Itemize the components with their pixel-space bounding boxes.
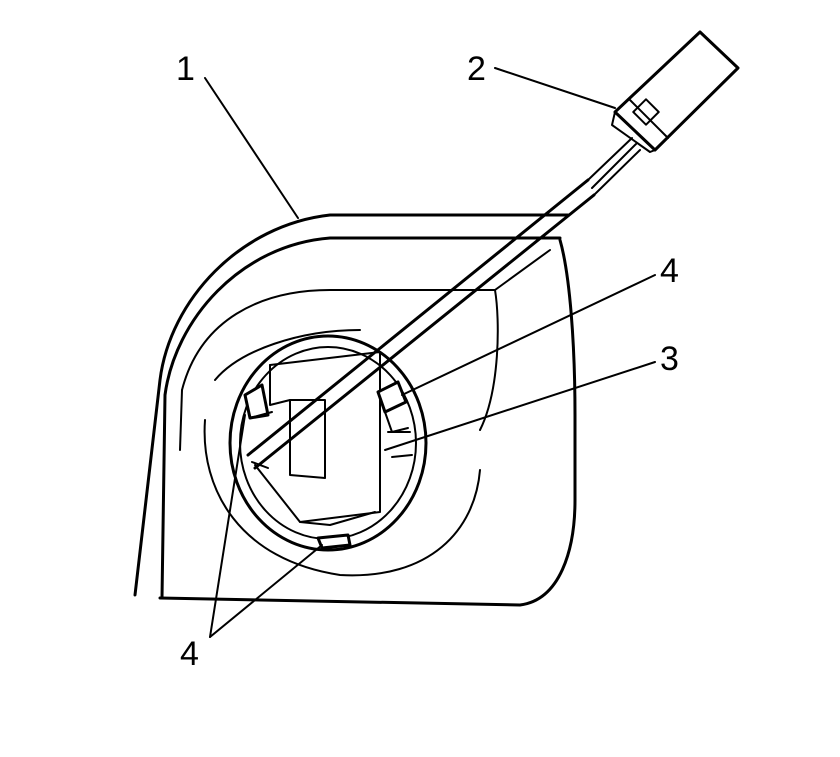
housing [133,213,577,607]
retaining-tabs [243,380,413,550]
callout-2: 2 [467,50,486,88]
socket [228,334,428,552]
callout-1: 1 [176,50,195,88]
callout-labels: 1 2 3 4 4 [176,50,679,673]
leader-lines [204,67,656,638]
callout-3: 3 [660,340,679,378]
wire-harness [246,137,641,470]
callout-4-upper: 4 [660,252,679,290]
callout-4-lower: 4 [180,635,199,673]
connector [611,30,740,153]
